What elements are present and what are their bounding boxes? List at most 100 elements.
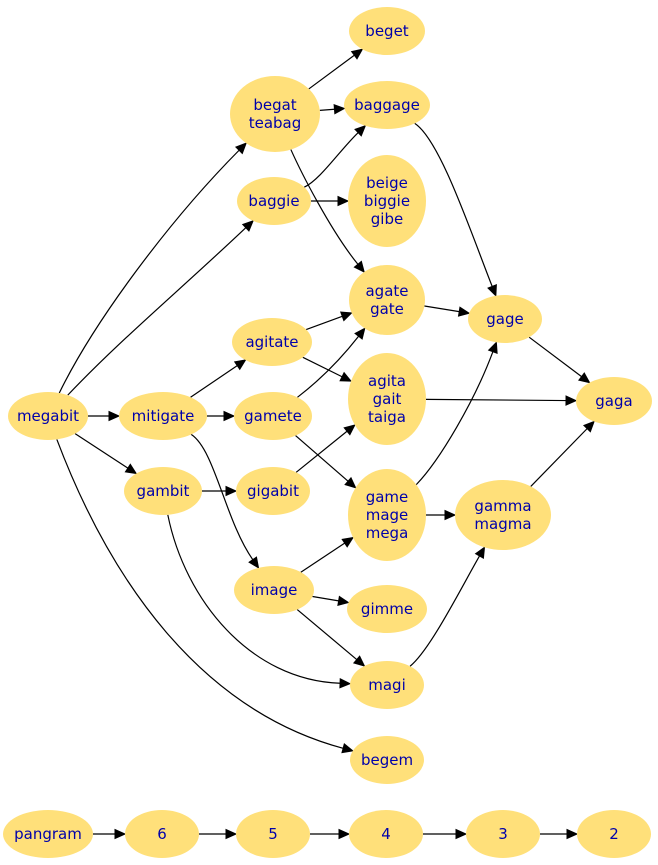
node-ellipse [466, 810, 540, 858]
node-label: magma [474, 515, 531, 533]
node-image: image [234, 566, 314, 614]
edge-megabit-to-gambit [74, 433, 138, 475]
edge-line [290, 149, 359, 265]
arrowhead-icon [341, 743, 354, 754]
node-label: begem [361, 751, 413, 769]
edge-megabit-to-baggie [67, 219, 254, 396]
node-gigabit: gigabit [236, 467, 310, 515]
node-label: mega [366, 524, 409, 542]
nodes-layer: begetbegatteabagbaggagebaggiebeigebiggie… [3, 7, 652, 858]
node-label: teabag [249, 114, 302, 132]
edge-line [308, 54, 355, 90]
edge-mitigate-to-gamete [207, 410, 236, 422]
node-ellipse [576, 377, 652, 425]
edge-begat-to-baggage [319, 104, 346, 115]
edge-megabit-to-begat [58, 142, 247, 394]
edge-line [295, 430, 348, 473]
edge-line [58, 149, 240, 394]
node-megabit: megabit [8, 392, 88, 440]
node-label: gaga [595, 392, 632, 410]
node-pangram: pangram [3, 810, 93, 858]
node-label: gambit [137, 482, 190, 500]
arrowhead-icon [124, 463, 138, 475]
node-agitate: agitate [232, 318, 312, 366]
edge-image-to-magi [296, 609, 366, 667]
node-label: gait [373, 390, 402, 408]
node-ellipse [455, 480, 551, 550]
arrowhead-icon [341, 536, 355, 548]
edge-line [415, 351, 494, 486]
node-ellipse [350, 661, 424, 709]
node-label: megabit [17, 407, 79, 425]
node-begem: begem [350, 736, 424, 784]
edge-line [300, 542, 346, 573]
edge-line [296, 609, 358, 661]
node-ellipse [119, 392, 207, 440]
node-ellipse [236, 467, 310, 515]
edge-gambit-to-gigabit [202, 485, 238, 497]
node-ellipse [347, 585, 427, 633]
edge-n4-to-n3 [423, 828, 468, 840]
node-ellipse [350, 736, 424, 784]
arrowhead-icon [344, 476, 357, 489]
edge-line [409, 555, 481, 667]
edge-megabit-to-begem [56, 439, 354, 754]
node-label: begat [253, 96, 296, 114]
arrowhead-icon [343, 424, 356, 436]
node-label: 2 [609, 825, 619, 843]
arrowhead-icon [225, 485, 238, 497]
edge-n5-to-n4 [310, 828, 351, 840]
edge-line [424, 305, 460, 313]
edge-line [530, 428, 588, 487]
arrowhead-icon [340, 311, 353, 322]
edge-line [528, 336, 582, 378]
node-label: game [366, 488, 409, 506]
node-n3: 3 [466, 810, 540, 858]
arrowhead-icon [565, 395, 578, 406]
node-ellipse [236, 810, 310, 858]
arrowhead-icon [339, 677, 352, 689]
edge-line [167, 514, 341, 684]
node-label: baggage [354, 96, 420, 114]
edge-line [74, 433, 129, 469]
arrowhead-icon [108, 410, 121, 422]
edge-line [319, 108, 335, 111]
edges-layer [56, 48, 595, 840]
arrowhead-icon [487, 341, 498, 355]
node-n4: 4 [349, 810, 423, 858]
node-ellipse [234, 392, 312, 440]
node-ellipse [349, 265, 425, 335]
node-baggage: baggage [344, 81, 430, 129]
edge-begat-to-beget [308, 48, 364, 90]
arrowhead-icon [352, 655, 366, 667]
edge-mitigate-to-image [190, 433, 260, 569]
edge-line [312, 595, 339, 602]
edge-line [295, 435, 349, 482]
arrowhead-icon [248, 556, 260, 569]
arrowhead-icon [354, 124, 367, 137]
node-label: 6 [157, 825, 167, 843]
edge-line [305, 315, 343, 331]
edge-magi-to-gamma [409, 546, 486, 667]
node-label: gibe [371, 210, 403, 228]
node-label: baggie [248, 192, 299, 210]
node-ellipse [237, 177, 311, 225]
edge-line [303, 132, 359, 188]
arrowhead-icon [354, 327, 366, 340]
edge-game-to-gage [415, 341, 498, 486]
edge-gamma-to-gaga [530, 420, 595, 487]
node-baggie: baggie [237, 177, 311, 225]
edge-gage-to-gaga [528, 336, 591, 384]
edge-n3-to-n2 [540, 828, 579, 840]
edge-gambit-to-magi [167, 514, 352, 689]
edge-line [297, 335, 360, 398]
node-ellipse [349, 810, 423, 858]
node-ellipse [577, 810, 651, 858]
node-ellipse [125, 810, 199, 858]
node-ellipse [8, 392, 88, 440]
arrowhead-icon [339, 371, 353, 382]
node-label: beige [366, 174, 408, 192]
edge-line [56, 439, 344, 749]
